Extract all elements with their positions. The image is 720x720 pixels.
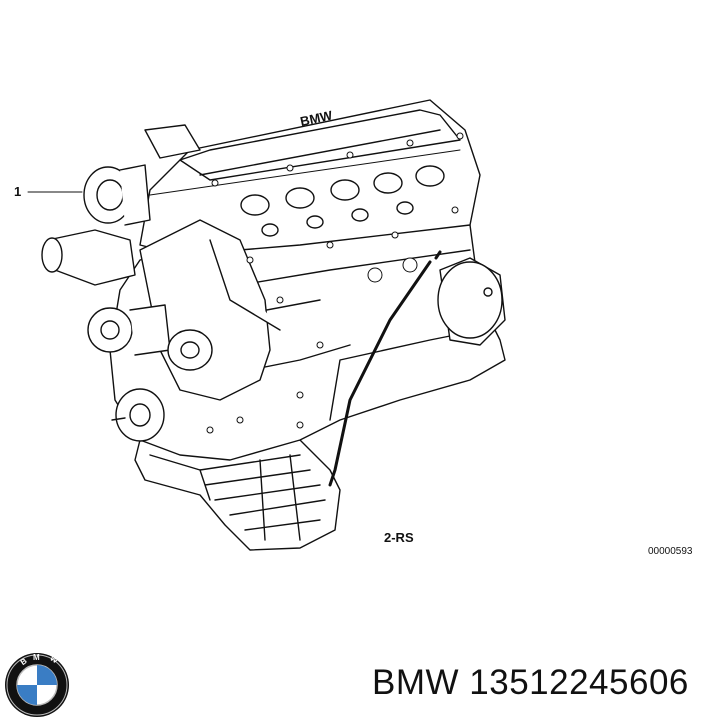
idler-pulley — [167, 329, 213, 371]
oil-pan — [134, 439, 341, 551]
oil-filter-housing — [437, 257, 506, 346]
part-caption: BMW 13512245606 — [372, 663, 689, 702]
svg-text:B: B — [19, 656, 29, 667]
vacuum-pump — [83, 164, 151, 226]
coolant-outlet — [41, 229, 136, 286]
svg-text:M: M — [33, 653, 40, 662]
dipstick-tube — [328, 250, 442, 487]
callout-2rs-label: 2-RS — [384, 530, 414, 545]
bolt-details — [206, 132, 464, 434]
cylinder-head — [139, 99, 481, 256]
cam-cover-lettering: BMW — [299, 107, 335, 129]
bmw-logo: B M W — [5, 653, 69, 717]
callout-1-label: 1 — [14, 184, 22, 199]
water-pump — [87, 304, 171, 356]
drawing-number: 00000593 — [648, 546, 693, 557]
svg-text:W: W — [48, 653, 60, 665]
crankshaft-hub — [111, 388, 165, 442]
